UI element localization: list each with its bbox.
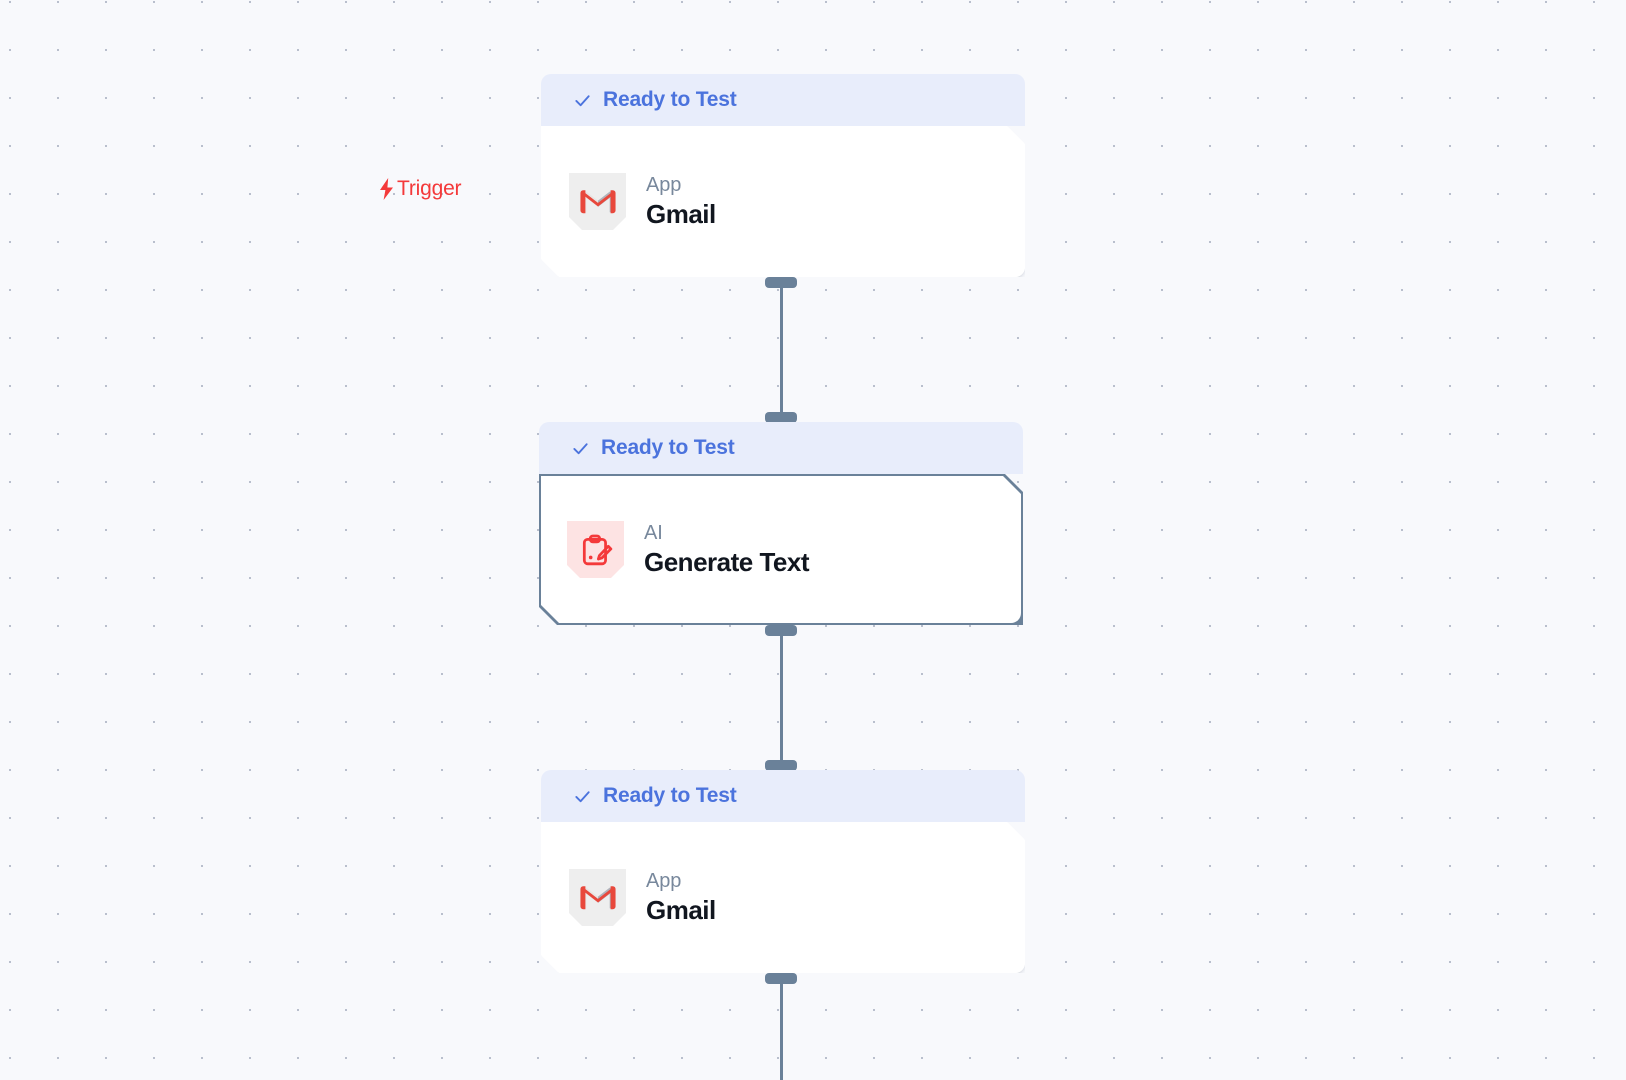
node-status-bar[interactable]: Ready to Test: [541, 74, 1025, 126]
connector-line: [779, 978, 783, 1080]
node-status-text: Ready to Test: [603, 88, 737, 111]
node-status-text: Ready to Test: [603, 784, 737, 807]
node-card-body[interactable]: App Gmail: [541, 822, 1025, 973]
workflow-node-gmail-trigger[interactable]: Ready to Test App Gmail: [541, 74, 1025, 277]
node-text-group: AI Generate Text: [644, 521, 809, 578]
node-status-bar[interactable]: Ready to Test: [539, 422, 1023, 474]
connector-cap-bottom: [765, 760, 797, 771]
node-text-group: App Gmail: [646, 173, 716, 230]
clipboard-pencil-icon: [567, 521, 624, 578]
node-status-bar[interactable]: Ready to Test: [541, 770, 1025, 822]
node-card-body[interactable]: AI Generate Text: [541, 476, 1021, 623]
gmail-icon: [569, 173, 626, 230]
trigger-label: Trigger: [378, 177, 462, 201]
connector-cap-top: [765, 277, 797, 288]
connector-cap-bottom: [765, 412, 797, 423]
node-title-label: Gmail: [646, 198, 716, 229]
workflow-node-gmail-action[interactable]: Ready to Test App Gmail: [541, 770, 1025, 973]
node-kind-label: AI: [644, 521, 663, 544]
lightning-bolt-icon: [380, 178, 393, 200]
node-title-label: Gmail: [646, 894, 716, 925]
gmail-icon: [569, 869, 626, 926]
node-text-group: App Gmail: [646, 869, 716, 926]
connector-cap-top: [765, 973, 797, 984]
workflow-node-generate-text[interactable]: Ready to Test AI Generate Text: [539, 422, 1023, 625]
check-icon: [575, 94, 590, 106]
node-status-text: Ready to Test: [601, 436, 735, 459]
trigger-label-text: Trigger: [397, 177, 462, 200]
node-kind-label: App: [646, 869, 682, 892]
connector-cap-top: [765, 625, 797, 636]
node-title-label: Generate Text: [644, 546, 809, 577]
check-icon: [573, 442, 588, 454]
connector-line: [779, 630, 783, 766]
node-kind-label: App: [646, 173, 682, 196]
node-card-body[interactable]: App Gmail: [541, 126, 1025, 277]
connector-line: [779, 282, 783, 418]
check-icon: [575, 790, 590, 802]
